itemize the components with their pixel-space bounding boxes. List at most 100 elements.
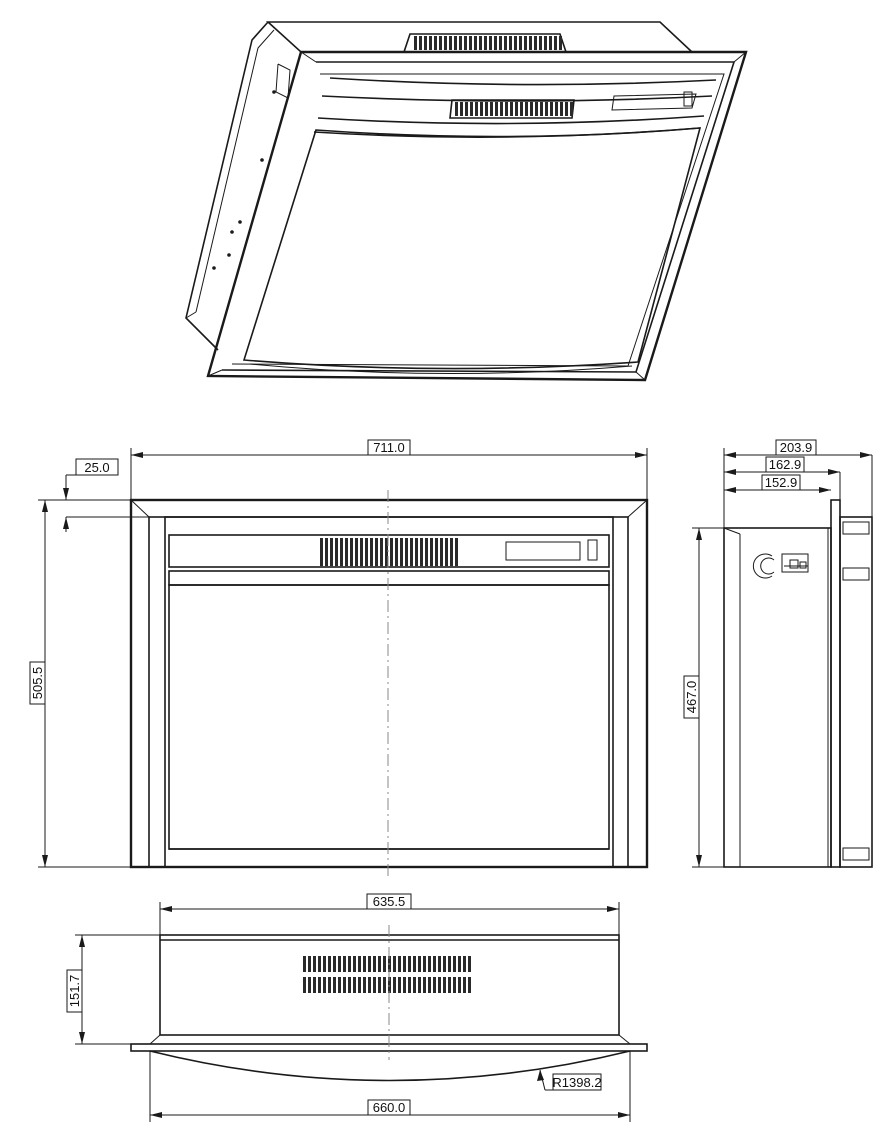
vent-slot <box>320 538 323 566</box>
vent-slot <box>333 977 336 993</box>
vent-slot <box>504 36 507 50</box>
vent-slot <box>413 977 416 993</box>
vent-slot <box>303 956 306 972</box>
top-vent-grille-rows <box>303 956 471 993</box>
vent-slot <box>335 538 338 566</box>
vent-slot <box>433 956 436 972</box>
vent-slot <box>475 102 478 116</box>
vent-slot <box>438 977 441 993</box>
vent-slot <box>418 956 421 972</box>
vent-slot <box>403 977 406 993</box>
top-width-label: 635.5 <box>373 894 406 909</box>
body-depth-label: 152.9 <box>765 475 798 490</box>
vent-slot <box>520 102 523 116</box>
vent-slot <box>570 102 573 116</box>
vent-slot <box>413 956 416 972</box>
vent-slot <box>418 977 421 993</box>
vent-slot <box>378 977 381 993</box>
vent-slot <box>455 102 458 116</box>
vent-slot <box>398 977 401 993</box>
side-view: 203.9 162.9 152.9 467.0 <box>683 439 873 868</box>
vent-slot <box>383 956 386 972</box>
vent-slot <box>428 956 431 972</box>
vent-slot <box>449 36 452 50</box>
vent-slot <box>358 977 361 993</box>
vent-slot <box>474 36 477 50</box>
vent-slot <box>458 956 461 972</box>
vent-slot <box>535 102 538 116</box>
vent-slot <box>544 36 547 50</box>
mounting-holes <box>212 90 276 270</box>
vent-slot <box>353 956 356 972</box>
vent-slot <box>395 538 398 566</box>
control-vent-grille <box>449 99 575 119</box>
vent-slot <box>509 36 512 50</box>
vent-slot <box>420 538 423 566</box>
vent-slot <box>365 538 368 566</box>
vent-slot <box>438 956 441 972</box>
vent-slot <box>468 977 471 993</box>
vent-slot <box>484 36 487 50</box>
vent-slot <box>355 538 358 566</box>
vent-slot <box>323 977 326 993</box>
vent-slot <box>338 956 341 972</box>
vent-slot <box>560 102 563 116</box>
vent-slot <box>554 36 557 50</box>
vent-slot <box>405 538 408 566</box>
vent-slot <box>419 36 422 50</box>
vent-slot <box>373 956 376 972</box>
vent-slot <box>353 977 356 993</box>
vent-slot <box>423 977 426 993</box>
vent-slot <box>565 102 568 116</box>
vent-slot <box>453 977 456 993</box>
vent-slot <box>470 102 473 116</box>
vent-slot <box>465 102 468 116</box>
vent-slot <box>393 956 396 972</box>
vent-slot <box>539 36 542 50</box>
vent-slot <box>338 977 341 993</box>
vent-slot <box>505 102 508 116</box>
vent-slot <box>435 538 438 566</box>
vent-slot <box>393 977 396 993</box>
vent-slot <box>514 36 517 50</box>
vent-slot <box>348 977 351 993</box>
vent-slot <box>378 956 381 972</box>
vent-slot <box>440 538 443 566</box>
vent-slot <box>308 956 311 972</box>
width-label: 711.0 <box>373 440 405 455</box>
vent-slot <box>448 977 451 993</box>
vent-slot <box>519 36 522 50</box>
total-depth-label: 203.9 <box>780 440 813 455</box>
vent-slot <box>313 956 316 972</box>
vent-slot <box>358 956 361 972</box>
vent-slot <box>330 538 333 566</box>
vent-slot <box>450 538 453 566</box>
vent-slot <box>530 102 533 116</box>
vent-slot <box>510 102 513 116</box>
vent-slot <box>408 956 411 972</box>
vent-slot <box>454 36 457 50</box>
vent-slot <box>390 538 393 566</box>
vent-slot <box>363 956 366 972</box>
vent-slot <box>500 102 503 116</box>
vent-slot <box>549 36 552 50</box>
vent-slot <box>410 538 413 566</box>
vent-slot <box>463 977 466 993</box>
vent-slot <box>345 538 348 566</box>
vent-slot <box>373 977 376 993</box>
vent-slot <box>380 538 383 566</box>
front-view: 711.0 25.0 505.5 <box>29 439 649 880</box>
top-view: 635.5 151.7 660.0 R1398.2 <box>66 893 648 1122</box>
vent-slot <box>328 977 331 993</box>
vent-slot <box>328 956 331 972</box>
vent-slot <box>340 538 343 566</box>
vent-slot <box>375 538 378 566</box>
vent-slot <box>423 956 426 972</box>
vent-slot <box>490 102 493 116</box>
vent-slot <box>464 36 467 50</box>
vent-slot <box>360 538 363 566</box>
vent-slot <box>429 36 432 50</box>
vent-slot <box>515 102 518 116</box>
vent-slot <box>445 538 448 566</box>
vent-slot <box>370 538 373 566</box>
